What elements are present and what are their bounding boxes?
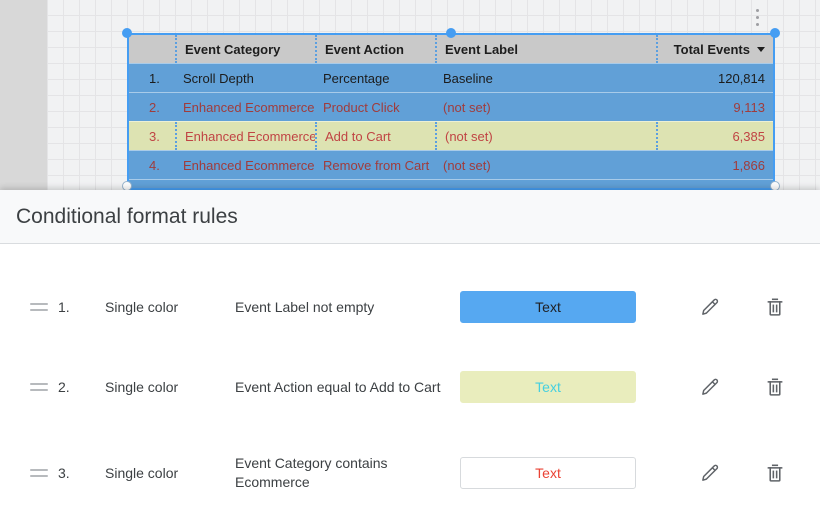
cell-event-category: Enhanced Ecommerce	[183, 157, 315, 173]
row-number: 3.	[149, 128, 160, 144]
rule-type: Single color	[105, 299, 179, 315]
cell-event-label: (not set)	[435, 122, 656, 150]
header-event-label[interactable]: Event Label	[435, 35, 656, 63]
rule-condition: Event Label not empty	[235, 298, 375, 315]
row-number: 5.	[129, 180, 175, 189]
table-row[interactable]: 1. Scroll Depth Percentage Baseline 120,…	[129, 63, 773, 92]
delete-rule-button[interactable]	[759, 291, 791, 323]
edit-rule-button[interactable]	[694, 291, 726, 323]
header-event-category[interactable]: Event Category	[175, 35, 315, 63]
cell-total-events: 6,385	[656, 122, 773, 150]
pencil-icon	[702, 298, 719, 315]
trash-icon	[767, 298, 783, 316]
resize-handle-top-left[interactable]	[122, 28, 132, 38]
format-rule-row: 3. Single color Event Category contains …	[0, 443, 820, 503]
cell-event-label: Android Tone Hoodie Black	[435, 180, 656, 189]
table-row[interactable]: 2. Enhanced Ecommerce Product Click (not…	[129, 92, 773, 121]
cell-event-category: Scroll Depth	[183, 70, 254, 86]
header-total-events-label: Total Events	[673, 41, 750, 57]
panel-header: Conditional format rules	[0, 190, 820, 244]
events-table[interactable]: Event Category Event Action Event Label …	[127, 33, 775, 190]
cell-event-label: (not set)	[443, 99, 491, 115]
format-rule-row: 1. Single color Event Label not empty Te…	[0, 283, 820, 331]
sort-desc-icon	[757, 46, 765, 52]
row-number: 2.	[149, 99, 160, 115]
cell-event-action: Quickview Click	[315, 180, 435, 189]
header-event-action[interactable]: Event Action	[315, 35, 435, 63]
cell-total-events: 120,814	[718, 70, 765, 86]
header-total-events[interactable]: Total Events	[656, 35, 773, 63]
delete-rule-button[interactable]	[759, 457, 791, 489]
cell-event-action: Add to Cart	[315, 122, 435, 150]
cell-event-category: Enhanced Ecommerce	[175, 122, 315, 150]
drag-handle-icon[interactable]	[30, 469, 48, 477]
trash-icon	[767, 464, 783, 482]
row-number: 1.	[149, 70, 160, 86]
format-rule-row: 2. Single color Event Action equal to Ad…	[0, 363, 820, 411]
conditional-format-panel: Conditional format rules 1. Single color…	[0, 190, 820, 524]
cell-event-action: Product Click	[323, 99, 400, 115]
pencil-icon	[702, 378, 719, 395]
cell-total-events: 1,320	[656, 180, 773, 189]
rule-condition: Event Category contains Ecommerce	[235, 455, 388, 490]
trash-icon	[767, 378, 783, 396]
table-row-highlighted[interactable]: 3. Enhanced Ecommerce Add to Cart (not s…	[129, 121, 773, 150]
rule-condition: Event Action equal to Add to Cart	[235, 378, 441, 395]
drag-handle-icon[interactable]	[30, 383, 48, 391]
cell-event-action: Remove from Cart	[323, 157, 430, 173]
panel-title: Conditional format rules	[16, 204, 238, 228]
rule-index: 3.	[58, 465, 70, 481]
cell-total-events: 9,113	[733, 99, 765, 115]
cell-event-action: Percentage	[323, 70, 390, 86]
table-row-clipped[interactable]: 5. Enhanced Ecommerce Quickview Click An…	[129, 179, 773, 189]
drag-handle-icon[interactable]	[30, 303, 48, 311]
pencil-icon	[702, 464, 719, 481]
rule-color-swatch[interactable]: Text	[460, 457, 636, 489]
rule-index: 1.	[58, 299, 70, 315]
delete-rule-button[interactable]	[759, 371, 791, 403]
edit-rule-button[interactable]	[694, 457, 726, 489]
rule-type: Single color	[105, 465, 179, 481]
resize-handle-top-center[interactable]	[446, 28, 456, 38]
cell-event-category: Enhanced Ecommerce	[183, 99, 315, 115]
report-canvas: Event Category Event Action Event Label …	[0, 0, 820, 191]
rule-index: 2.	[58, 379, 70, 395]
rule-type: Single color	[105, 379, 179, 395]
rule-color-swatch[interactable]: Text	[460, 291, 636, 323]
table-header-row: Event Category Event Action Event Label …	[129, 35, 773, 63]
rule-color-swatch[interactable]: Text	[460, 371, 636, 403]
cell-event-label: Baseline	[443, 70, 493, 86]
cell-total-events: 1,866	[732, 157, 765, 173]
resize-handle-top-right[interactable]	[770, 28, 780, 38]
cell-event-label: (not set)	[443, 157, 491, 173]
row-number: 4.	[149, 157, 160, 173]
more-options-icon[interactable]	[752, 9, 762, 26]
cell-event-category: Enhanced Ecommerce	[175, 180, 315, 189]
header-row-number	[129, 35, 175, 63]
edit-rule-button[interactable]	[694, 371, 726, 403]
table-row[interactable]: 4. Enhanced Ecommerce Remove from Cart (…	[129, 150, 773, 179]
rules-list: 1. Single color Event Label not empty Te…	[0, 244, 820, 503]
